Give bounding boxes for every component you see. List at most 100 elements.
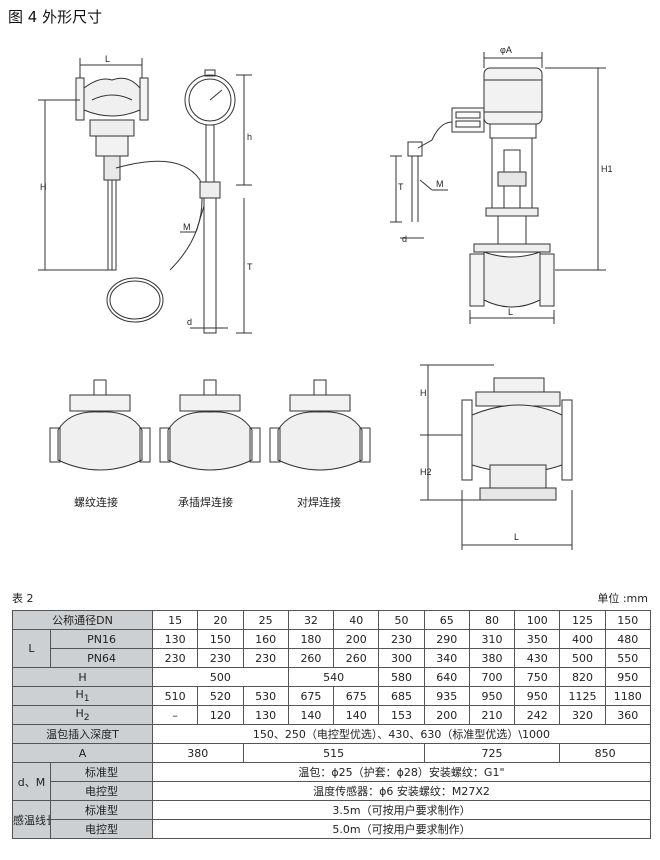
table-row: 温包插入深度T 150、250（电控型优选）、430、630（标准型优选）\10… bbox=[11, 724, 651, 744]
table-cell: 5.0m（可按用户要求制作） bbox=[152, 819, 651, 839]
pn64-header: PN64 bbox=[49, 648, 154, 668]
table-cell: 20 bbox=[197, 610, 244, 630]
table-cell: 935 bbox=[423, 686, 470, 706]
table-cell: 100 bbox=[514, 610, 561, 630]
table-cell: – bbox=[152, 705, 199, 725]
table-caption: 表 2 bbox=[12, 592, 34, 605]
table-cell: 200 bbox=[333, 629, 380, 649]
table-cell: 820 bbox=[559, 667, 606, 687]
H-header: H bbox=[11, 667, 154, 687]
table-cell: 1125 bbox=[559, 686, 606, 706]
label-M-2: M bbox=[436, 179, 444, 189]
H2-header: H2 bbox=[11, 705, 154, 725]
table-cell: 500 bbox=[559, 648, 606, 668]
table-cell: 500 bbox=[152, 667, 289, 687]
H1-subscript: 1 bbox=[83, 693, 90, 705]
label-H2: H2 bbox=[420, 467, 432, 477]
connection-valve-1 bbox=[49, 379, 151, 471]
figure-title: 图 4 外形尺寸 bbox=[8, 8, 103, 26]
label-d-2: d bbox=[402, 234, 407, 244]
label-L-3: L bbox=[514, 532, 519, 542]
table-cell: 242 bbox=[514, 705, 561, 725]
table-cell: 120 bbox=[197, 705, 244, 725]
unit-label: 单位 :mm bbox=[597, 592, 648, 605]
H1-header: H1 bbox=[11, 686, 154, 706]
table-cell: 400 bbox=[559, 629, 606, 649]
table-row: H2 – 120 130 140 140 153 200 210 242 320… bbox=[11, 705, 651, 725]
table-cell: 950 bbox=[604, 667, 651, 687]
table-cell: 675 bbox=[333, 686, 380, 706]
pn16-header: PN16 bbox=[49, 629, 154, 649]
table-cell: 360 bbox=[604, 705, 651, 725]
table-cell: 210 bbox=[468, 705, 516, 725]
dM-header: d、M bbox=[12, 762, 51, 801]
H2-letter: H bbox=[75, 706, 84, 720]
table-cell: 260 bbox=[333, 648, 380, 668]
label-d: d bbox=[187, 317, 192, 327]
table-cell: 32 bbox=[287, 610, 335, 630]
table-cell: 温包：ϕ25（护套：ϕ28）安装螺纹：G1" bbox=[152, 762, 651, 782]
table-row: 公称通径DN 15 20 25 32 40 50 65 80 100 125 1… bbox=[11, 610, 651, 630]
dimension-drawings: L H h T M bbox=[38, 45, 613, 550]
dimension-table: 公称通径DN 15 20 25 32 40 50 65 80 100 125 1… bbox=[11, 610, 651, 839]
table-cell: 510 bbox=[152, 686, 199, 706]
caption-socket-weld: 承插焊连接 bbox=[178, 496, 233, 509]
label-T-2: T bbox=[398, 182, 404, 192]
table-cell: 685 bbox=[378, 686, 425, 706]
table-cell: 530 bbox=[242, 686, 289, 706]
table-cell: 640 bbox=[423, 667, 470, 687]
table-cell: 340 bbox=[423, 648, 470, 668]
label-M: M bbox=[183, 222, 191, 232]
std-header: 标准型 bbox=[49, 800, 154, 820]
table-cell: 480 bbox=[604, 629, 651, 649]
table-cell: 430 bbox=[514, 648, 561, 668]
table-cell: 65 bbox=[423, 610, 470, 630]
table-cell: 290 bbox=[423, 629, 470, 649]
table-cell: 125 bbox=[559, 610, 606, 630]
table-row: 感温线长度 标准型 3.5m（可按用户要求制作） bbox=[12, 800, 651, 839]
table-row: A 380 515 725 850 bbox=[11, 743, 651, 763]
table-cell: 130 bbox=[242, 705, 289, 725]
table-cell: 380 bbox=[152, 743, 244, 763]
table-cell: 700 bbox=[468, 667, 516, 687]
table-cell: 230 bbox=[152, 648, 199, 668]
table-cell: 850 bbox=[559, 743, 651, 763]
table-cell: 160 bbox=[242, 629, 289, 649]
table-row: H 500 540 580 640 700 750 820 950 bbox=[11, 667, 651, 687]
elec-header: 电控型 bbox=[49, 819, 154, 839]
table-cell: 515 bbox=[242, 743, 425, 763]
dn-header: 公称通径DN bbox=[11, 610, 154, 630]
table-cell: 150 bbox=[604, 610, 651, 630]
connection-valve-3 bbox=[269, 379, 371, 471]
table-cell: 310 bbox=[468, 629, 516, 649]
table-cell: 130 bbox=[152, 629, 199, 649]
table-cell: 750 bbox=[514, 667, 561, 687]
electric-valve-drawing: φA T M d H1 bbox=[390, 45, 613, 324]
table-cell: 25 bbox=[242, 610, 289, 630]
H1-letter: H bbox=[75, 687, 84, 701]
table-row: d、M 标准型 温包：ϕ25（护套：ϕ28）安装螺纹：G1" bbox=[12, 762, 651, 801]
label-T: T bbox=[247, 262, 253, 272]
table-cell: 675 bbox=[287, 686, 335, 706]
table-cell: 950 bbox=[468, 686, 516, 706]
table-cell: 200 bbox=[423, 705, 470, 725]
table-cell: 140 bbox=[287, 705, 335, 725]
table-cell: 540 bbox=[287, 667, 380, 687]
table-cell: 260 bbox=[287, 648, 335, 668]
T-header: 温包插入深度T bbox=[11, 724, 154, 744]
valve-body-drawing: H H2 L bbox=[420, 364, 573, 550]
table-cell: 153 bbox=[378, 705, 425, 725]
table-cell: 40 bbox=[333, 610, 380, 630]
table-cell: 3.5m（可按用户要求制作） bbox=[152, 800, 651, 820]
table-cell: 520 bbox=[197, 686, 244, 706]
table-cell: 380 bbox=[468, 648, 516, 668]
capillary-header: 感温线长度 bbox=[12, 800, 51, 839]
table-cell: 950 bbox=[514, 686, 561, 706]
table-cell: 80 bbox=[468, 610, 516, 630]
table-cell: 300 bbox=[378, 648, 425, 668]
A-header: A bbox=[11, 743, 154, 763]
caption-threaded: 螺纹连接 bbox=[74, 496, 118, 509]
table-row: 电控型 温度传感器：ϕ6 安装螺纹：M27X2 bbox=[13, 781, 651, 801]
table-cell: 150、250（电控型优选）、430、630（标准型优选）\1000 bbox=[152, 724, 651, 744]
table-cell: 180 bbox=[287, 629, 335, 649]
